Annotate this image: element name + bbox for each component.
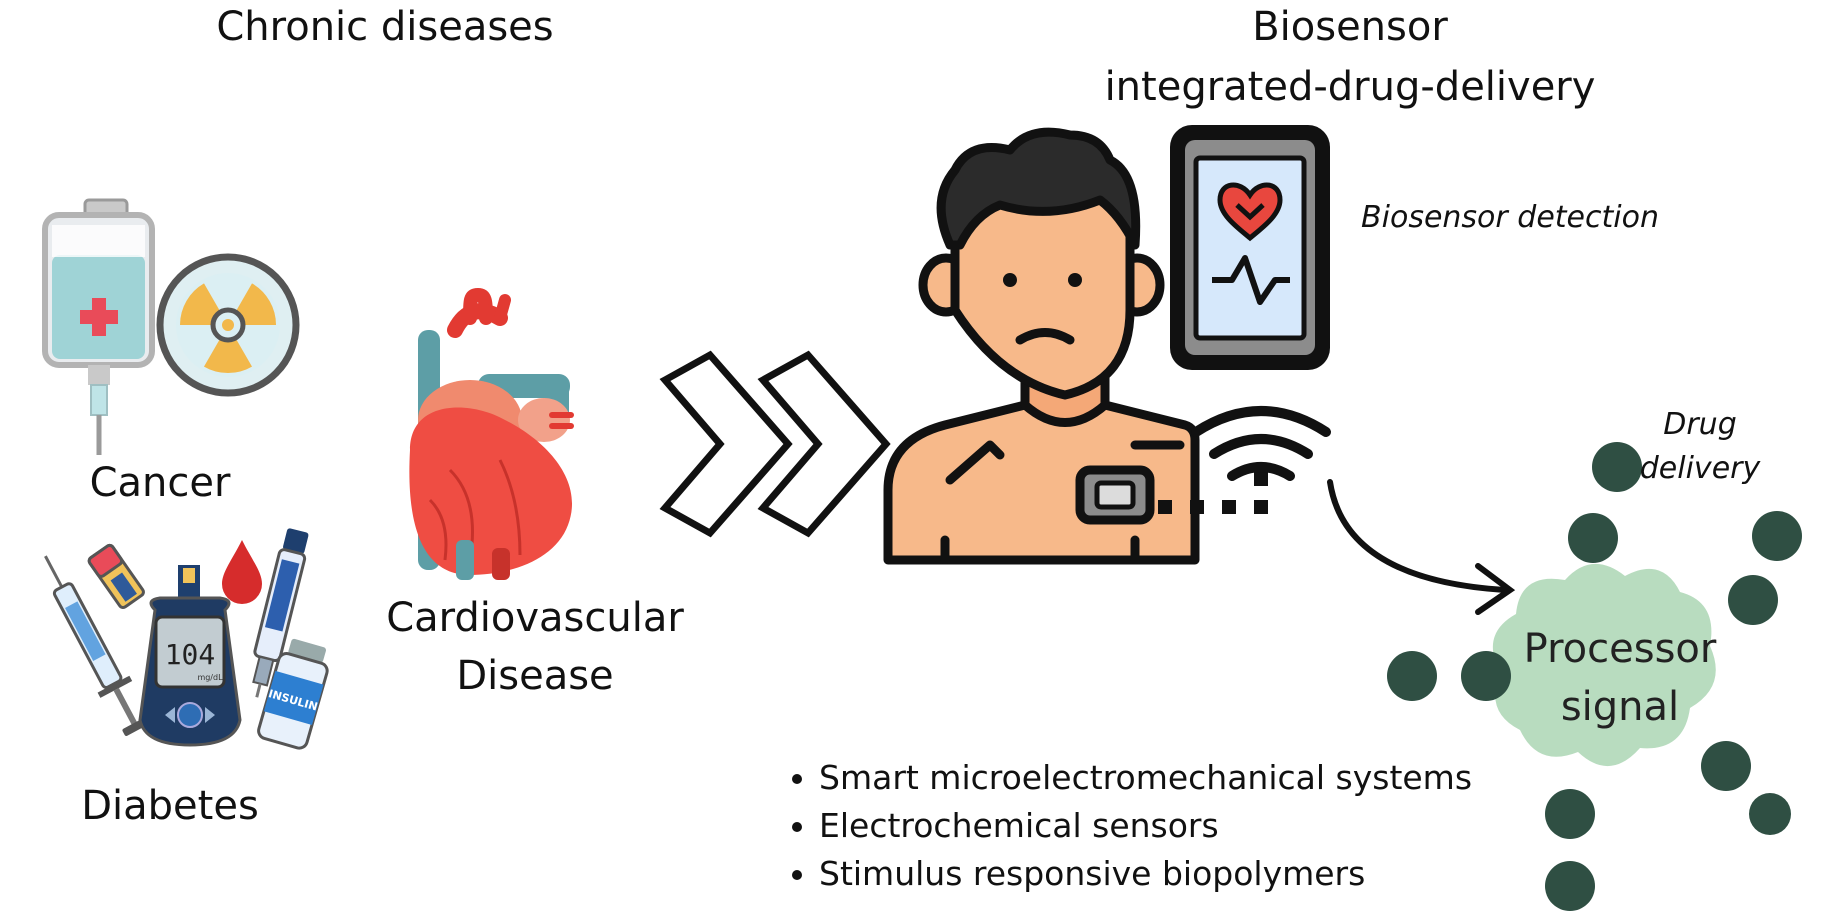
drug-particle [1728, 575, 1778, 625]
heart-icon [409, 287, 574, 580]
heart-rate-icon [1217, 182, 1283, 242]
cardio-label-line1: Cardiovascular [386, 595, 684, 641]
biosensor-title-line2: integrated-drug-delivery [1104, 64, 1596, 110]
insulin-pen-icon [252, 528, 309, 698]
drug-particle [1461, 651, 1511, 701]
drug-delivery-label-line1: Drug [1663, 407, 1737, 442]
biosensor-detection-label: Biosensor detection [1361, 200, 1659, 235]
blood-drop-icon [222, 540, 262, 604]
list-item: Electrochemical sensors [819, 802, 1559, 850]
drug-particle [1749, 793, 1791, 835]
lancet-icon [87, 543, 145, 610]
cardio-label-line2: Disease [456, 653, 614, 699]
syringe-icon [44, 555, 150, 736]
chevron-arrows-icon [659, 350, 891, 538]
radiation-icon [156, 253, 300, 397]
list-item: Stimulus responsive biopolymers [819, 850, 1559, 898]
technology-list: Smart microelectromechanical systems Ele… [783, 754, 1559, 898]
chronic-diseases-title: Chronic diseases [216, 4, 554, 50]
drug-delivery-label-line2: delivery [1639, 451, 1761, 486]
cancer-label: Cancer [89, 460, 231, 506]
drug-particle [1545, 789, 1595, 839]
smartphone-icon [1170, 125, 1330, 370]
iv-bag-icon [42, 198, 155, 455]
drug-particle [1545, 861, 1595, 911]
processor-label-line1: Processor [1523, 626, 1717, 672]
glucometer-icon: 104 mg/dL [138, 565, 242, 747]
drug-particle [1387, 651, 1437, 701]
glucometer-unit: mg/dL [197, 673, 223, 682]
glucometer-reading: 104 [165, 638, 216, 671]
curved-arrow-icon [1327, 479, 1516, 615]
processor-label-line2: signal [1560, 684, 1680, 730]
diabetes-label: Diabetes [81, 783, 259, 829]
processor-signal-label: Processor signal [1500, 620, 1740, 736]
drug-particle [1568, 513, 1618, 563]
biosensor-title-line1: Biosensor [1252, 4, 1448, 50]
insulin-vial-icon: INSULIN [257, 638, 329, 750]
list-item: Smart microelectromechanical systems [819, 754, 1559, 802]
drug-particle [1592, 442, 1642, 492]
drug-particle [1701, 741, 1751, 791]
processor-blob [1492, 563, 1716, 767]
wifi-icon [1191, 406, 1331, 481]
drug-particles [1387, 442, 1802, 911]
person-icon [883, 127, 1200, 565]
signal-dots [1158, 472, 1268, 514]
drug-particle [1752, 511, 1802, 561]
